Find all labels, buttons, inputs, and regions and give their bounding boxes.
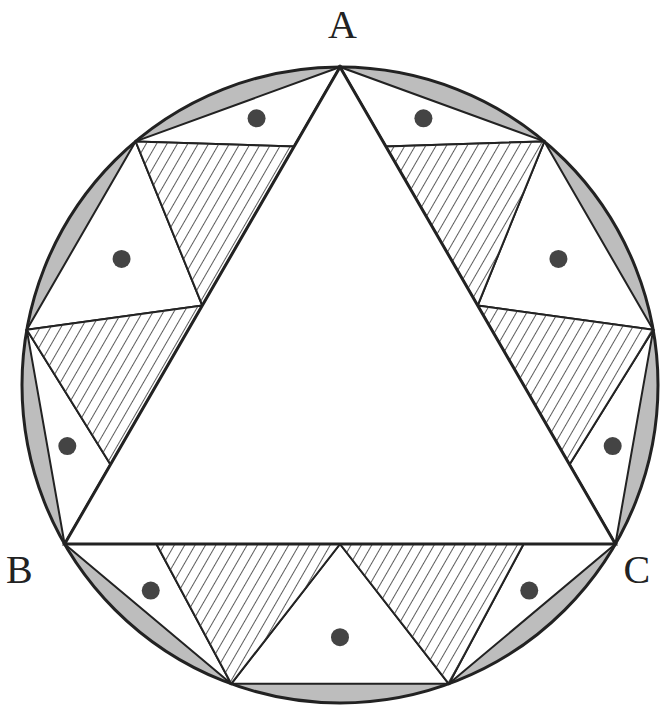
vertex-label: B	[4, 550, 35, 590]
dot	[113, 250, 131, 268]
vertex-label: A	[326, 5, 359, 45]
dot	[414, 109, 432, 127]
shaded-ground	[22, 67, 658, 703]
inscribed-triangle	[65, 67, 616, 544]
dot	[142, 582, 160, 600]
dot	[520, 582, 538, 600]
dot	[604, 437, 622, 455]
vertex-label: C	[621, 550, 652, 590]
outer-circle	[22, 67, 658, 703]
dot	[549, 250, 567, 268]
dot	[58, 437, 76, 455]
dot	[331, 628, 349, 646]
dot	[248, 109, 266, 127]
